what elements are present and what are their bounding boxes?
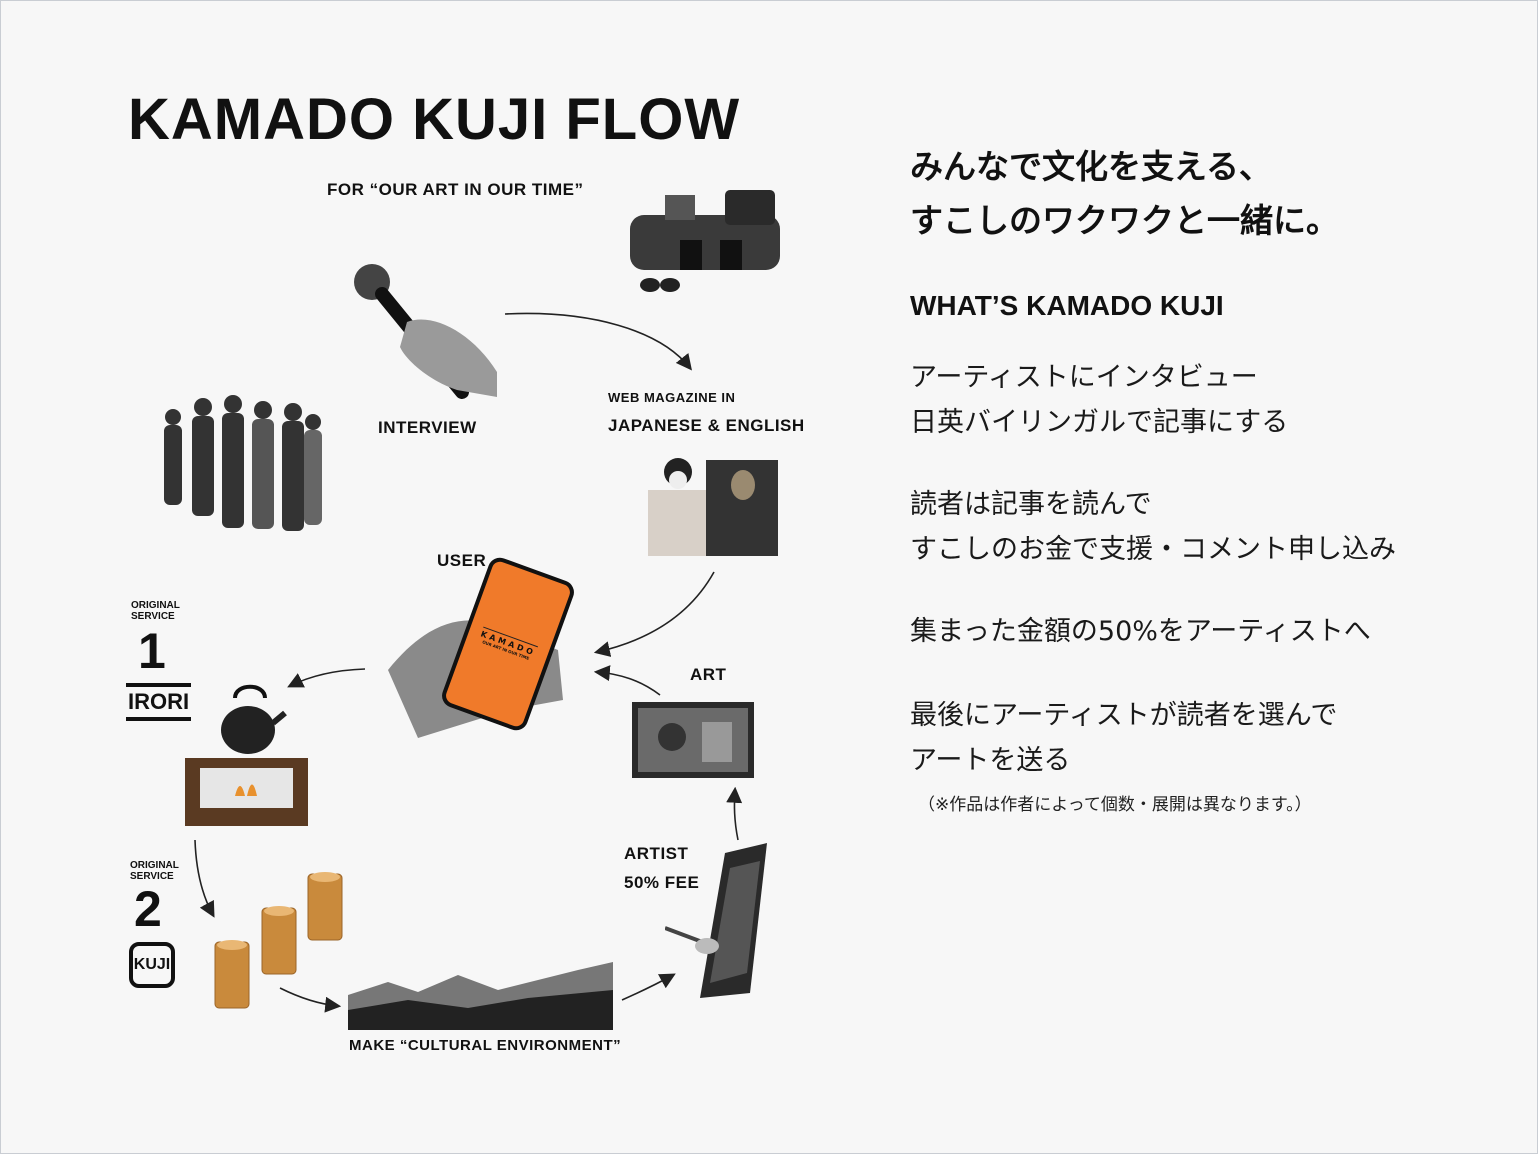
- phone-hand-image: KAMADO OUR ART IN OUR TIME: [388, 554, 578, 740]
- artwork-image: [632, 702, 754, 778]
- microphone-hand-image: [354, 264, 497, 399]
- paragraph-line: アーティストにインタビュー: [910, 362, 1258, 393]
- arrow-environment-to-artist: [621, 973, 676, 1001]
- footnote: （※作品は作者によって個数・展開は異なります。）: [918, 795, 1312, 815]
- paragraph-line: 最後にアーティストが読者を選んで: [910, 700, 1338, 731]
- web-magazine-label-line1: WEB MAGAZINE IN: [608, 390, 736, 405]
- service1-number: 1: [138, 623, 166, 679]
- kuji-boxes-image: [214, 872, 343, 1009]
- paragraph-interview: アーティストにインタビュー 日英バイリンガルで記事にする: [910, 355, 1288, 445]
- mountains-image: [348, 962, 613, 1030]
- right-heading: みんなで文化を支える、 すこしのワクワクと一緒に。: [910, 140, 1339, 248]
- paragraph-reader: 読者は記事を読んで すこしのお金で支援・コメント申し込み: [910, 482, 1396, 572]
- page-title: KAMADO KUJI FLOW: [128, 87, 741, 152]
- crowd-image: [164, 395, 322, 531]
- service2-number: 2: [134, 881, 162, 937]
- arrow-kuji-to-environment: [279, 987, 342, 1013]
- paragraph-art: 最後にアーティストが読者を選んで アートを送る: [910, 693, 1337, 783]
- subtitle: FOR “OUR ART IN OUR TIME”: [327, 180, 584, 199]
- artist-label: ARTIST: [624, 844, 689, 863]
- right-heading-line1: みんなで文化を支える、: [910, 147, 1273, 186]
- artist-fee-label: 50% FEE: [624, 873, 700, 892]
- make-environment-label: MAKE “CULTURAL ENVIRONMENT”: [349, 1037, 622, 1054]
- arrow-irori-to-kuji: [194, 839, 215, 918]
- service1-caption-line1: ORIGINAL: [131, 600, 180, 611]
- paragraph-line: 集まった金額の50%をアーティストへ: [910, 616, 1371, 647]
- arrow-interview-to-magazine: [504, 312, 692, 371]
- web-magazine-label-line2: JAPANESE & ENGLISH: [608, 416, 805, 435]
- paragraph-fee: 集まった金額の50%をアーティストへ: [910, 609, 1371, 654]
- artist-painting-image: [665, 843, 767, 998]
- paragraph-line: 日英バイリンガルで記事にする: [910, 407, 1289, 438]
- kettle-irori-image: [185, 684, 308, 826]
- irori-logo: IRORI: [126, 683, 192, 721]
- arrow-artist-to-art: [726, 786, 743, 841]
- service2-caption-line1: ORIGINAL: [130, 860, 179, 871]
- art-label: ART: [690, 665, 727, 684]
- user-label: USER: [437, 551, 487, 570]
- paragraph-line: すこしのお金で支援・コメント申し込み: [910, 534, 1396, 565]
- what-title: WHAT’S KAMADO KUJI: [910, 290, 1224, 321]
- paragraph-line: 読者は記事を読んで: [910, 489, 1152, 520]
- interview-label: INTERVIEW: [378, 418, 477, 437]
- kuji-logo: KUJI: [129, 942, 175, 988]
- arrow-art-to-user: [593, 665, 661, 696]
- service2-caption-line2: SERVICE: [130, 871, 174, 882]
- paragraph-line: アートを送る: [910, 745, 1071, 776]
- arrow-user-to-irori: [287, 668, 366, 688]
- ukiyoe-mona-lisa-image: [648, 458, 778, 556]
- right-heading-line2: すこしのワクワクと一緒に。: [910, 201, 1339, 240]
- service1-caption-line2: SERVICE: [131, 611, 175, 622]
- arrow-magazine-to-user: [593, 571, 715, 657]
- kamado-stove-image: [630, 190, 780, 292]
